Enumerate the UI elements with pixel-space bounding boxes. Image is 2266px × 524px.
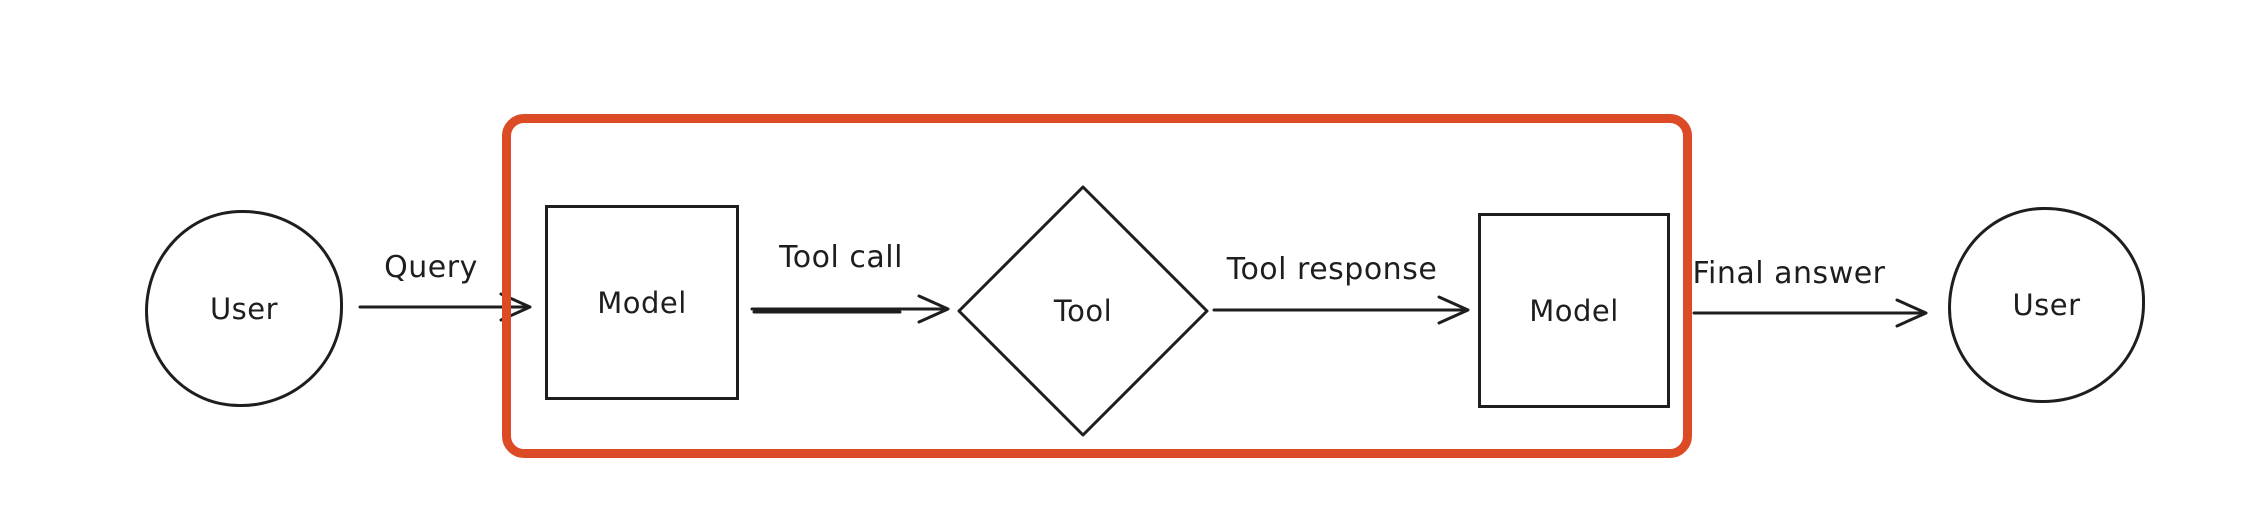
node-user-left-label: User (209, 291, 279, 326)
edge-label-tool-response: Tool response (1226, 252, 1438, 287)
node-model-second-label: Model (1529, 293, 1619, 328)
node-model-first: Model (545, 205, 739, 400)
arrow-tool-call (750, 289, 952, 329)
node-user-right: User (1948, 207, 2145, 403)
node-model-second: Model (1478, 213, 1670, 408)
arrow-final-answer (1692, 293, 1930, 333)
node-user-left: User (145, 210, 343, 407)
node-tool-label: Tool (1053, 294, 1113, 328)
node-user-right-label: User (2012, 288, 2081, 322)
node-tool: Tool (955, 183, 1211, 439)
edge-label-query: Query (384, 250, 478, 285)
arrow-tool-response (1212, 290, 1472, 330)
edge-label-tool-call: Tool call (779, 240, 903, 275)
edge-label-final-answer: Final answer (1692, 256, 1886, 291)
node-model-first-label: Model (597, 285, 687, 320)
arrow-query (358, 287, 534, 327)
